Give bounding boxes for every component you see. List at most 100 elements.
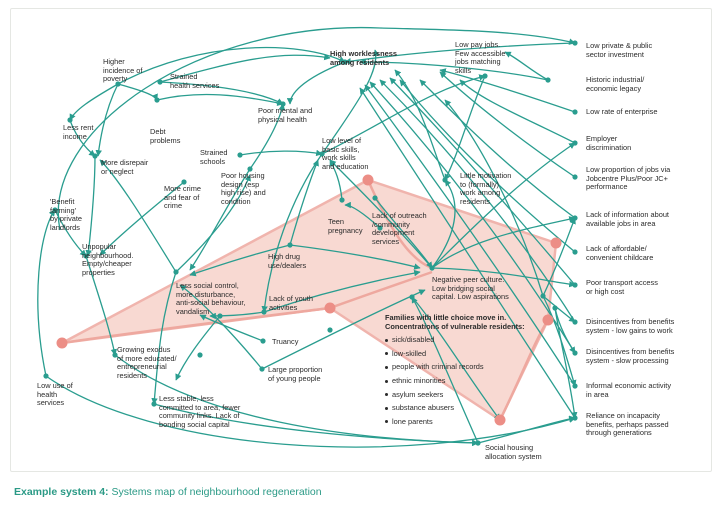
connection-arrow (419, 79, 576, 219)
label-line: Truancy (272, 337, 299, 346)
label-line: Poor housing (221, 171, 265, 180)
connection-arrow (99, 159, 177, 273)
node-dot (342, 59, 348, 65)
node-dot (572, 383, 578, 389)
connection-arrow (286, 61, 346, 105)
bullet-text: sick/disabled (392, 335, 435, 345)
label-line: Low proportion of jobs via (586, 165, 671, 174)
families-bullet: ethnic minorities (385, 376, 525, 386)
connection-arrow (411, 296, 501, 421)
families-title: Families with little choice move in.Conc… (385, 313, 525, 331)
hub-node (324, 302, 336, 314)
node-dot (372, 195, 378, 201)
label-line: allocation system (485, 451, 542, 461)
label-line: More crime (164, 184, 201, 193)
label-line: Large proportion (268, 365, 323, 374)
node-dot (442, 177, 448, 183)
node-dot (409, 294, 415, 300)
node-dot (83, 253, 89, 259)
node-dot (429, 265, 435, 271)
node-dot (237, 152, 243, 158)
node-dot (112, 352, 118, 358)
families-bullet: low-skilled (385, 348, 525, 359)
bullet-text: low-skilled (392, 348, 427, 358)
node-dot (197, 352, 203, 358)
connection-arrow (344, 201, 381, 229)
label-line: community links. Lack of (159, 411, 240, 421)
node-dot (482, 73, 488, 79)
node-negative-peer-culture: Negative peer culture.Low bridging socia… (432, 275, 509, 302)
node-dot (67, 117, 73, 123)
connection-arrow (261, 289, 426, 370)
label-line: Poor mental and (258, 106, 313, 115)
label-line: services (37, 398, 65, 408)
label-line: committed to area, fewer (159, 402, 241, 412)
node-dot (572, 215, 578, 221)
node-historic-legacy: Historic industrial/economic legacy (586, 75, 644, 93)
families-bullets: sick/disabled low-skilled people with crim… (385, 335, 525, 426)
connection-arrow (369, 81, 576, 354)
label-line: High worklessness (330, 49, 397, 58)
node-dot (157, 79, 163, 85)
connection-arrow (85, 155, 96, 257)
label-line: work among (460, 188, 501, 198)
label-line: condition (221, 196, 251, 206)
connection-arrow (69, 83, 119, 121)
connection-arrow (477, 415, 576, 444)
label-line: Empty/cheaper (82, 259, 132, 269)
node-dot (52, 207, 58, 213)
bullet-dot-icon (385, 365, 388, 369)
bullet-dot-icon (385, 379, 388, 383)
node-dot (259, 366, 265, 372)
bullet-text: people with criminal records (392, 362, 484, 372)
node-dot (572, 40, 578, 46)
bullet-dot-icon (385, 420, 388, 424)
label-line: /community (372, 219, 410, 229)
connection-arrow (344, 42, 576, 65)
node-dot (545, 77, 551, 83)
connection-arrow (153, 403, 479, 447)
node-dot (43, 373, 49, 379)
connection-arrow (364, 84, 576, 387)
label-line: jobs matching (455, 57, 501, 67)
label-line: entrepreneurial (117, 362, 167, 372)
label-line: available jobs in area (586, 218, 656, 228)
connection-arrow (399, 79, 576, 253)
connection-arrow (444, 75, 486, 181)
bullet-text: lone parents (392, 416, 433, 426)
connection-arrow (379, 79, 576, 323)
node-dot (327, 327, 333, 333)
node-dot (115, 81, 121, 87)
connection-arrow (431, 179, 456, 269)
node-dot (540, 293, 546, 299)
connection-arrow (209, 311, 265, 320)
node-dot (339, 197, 345, 203)
label-line: residents (117, 370, 147, 380)
families-bullet: asylum seekers (385, 390, 525, 400)
connection-arrow (179, 284, 263, 370)
label-line: schools (200, 156, 226, 166)
label-line: high rise) and (221, 188, 266, 198)
label-line: neighbourhood. (82, 250, 134, 260)
connection-arrow (156, 93, 284, 106)
label-line: Growing exodus (117, 345, 171, 354)
families-title-line: Concentrations of vulnerable residents: (385, 321, 525, 331)
connection-arrow (554, 307, 576, 354)
label-line: Strained (200, 148, 228, 157)
label-line: Low pay jobs. (455, 40, 501, 49)
families-title-line: Families with little choice move in. (385, 313, 507, 322)
label-line: Low private & public (586, 41, 653, 50)
